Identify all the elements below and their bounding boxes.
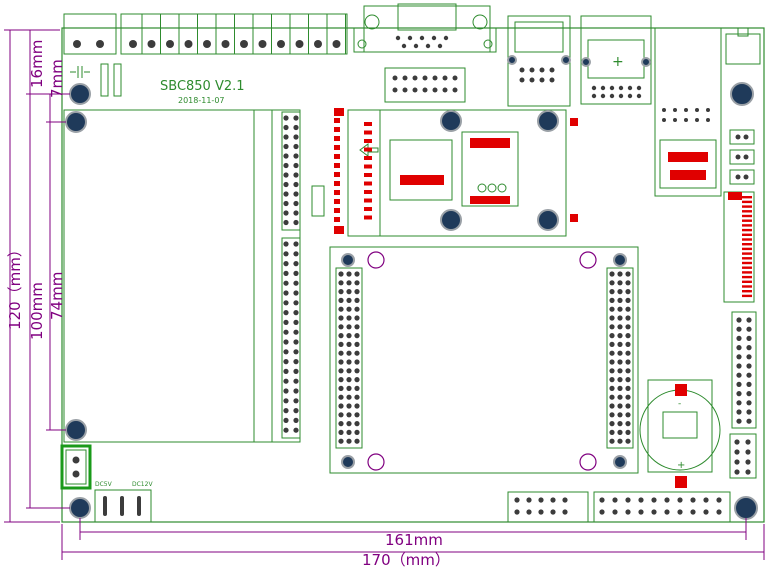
mounting-hole-mid-top [440,110,462,132]
power-connector-green [60,444,92,490]
rtc-battery: + - [639,379,721,488]
header-left-vertical-upper [281,111,301,231]
mounting-hole-tl [69,83,91,105]
dim-height-100: 100mm [26,93,70,509]
terminal-block-12pin [120,13,348,55]
fpc-connector [723,191,755,303]
mounting-hole-br [734,496,758,520]
lcd-module [63,109,301,443]
plus-label: + [612,54,624,70]
capacitor-c1 [70,66,90,78]
battery-plus-label: + [677,460,685,471]
pad-sim-bottom [570,214,578,222]
mounting-hole-module-bl [65,419,87,441]
dim-width-170: 170（mm） [61,524,765,568]
pad-sim-top [570,118,578,126]
rj45-connector: + [580,15,652,105]
resistor-r2 [113,63,122,97]
battery-minus-label: - [678,399,681,409]
core-module [329,246,639,474]
dim-height-74-label: 74mm [48,272,66,320]
terminal-block-2pin [63,13,117,55]
header-bottom-2x10 [593,491,731,523]
board-name: SBC850 V2.1 [160,79,245,94]
dc12v-label: DC12V [132,481,153,488]
mounting-hole-module-tl [65,111,87,133]
dim-height-74: 74mm [46,121,66,431]
mounting-hole-mid-bottom [440,209,462,231]
mounting-hole-bl [69,497,91,519]
dim-offset-16-label: 16mm [28,40,46,88]
board-date: 2018-11-07 [178,96,225,105]
header-2x5-top [384,67,466,103]
jumpers-right [729,129,755,185]
dim-width-161: 161mm [79,518,747,549]
core-header-right [606,267,634,449]
header-right-vertical [731,311,757,429]
dim-offsets: 16mm 7mm [28,30,66,122]
core-header-left [335,267,363,449]
db9-connector [353,3,497,53]
dim-offset-7-label: 7mm [48,59,66,98]
dim-height-100-label: 100mm [28,282,46,340]
dim-height-120-label: 120（mm） [6,242,24,330]
resistor-r1 [100,63,109,97]
header-right-small [729,433,757,479]
rj45-connector-2 [654,27,722,197]
usb-connector [507,15,571,107]
dim-width-161-label: 161mm [385,531,443,549]
dim-width-170-label: 170（mm） [362,551,450,568]
mounting-hole-sim-bottom [537,209,559,231]
header-bottom-2x5 [507,491,589,523]
header-left-vertical-lower [281,237,301,439]
dim-height-120: 120（mm） [4,29,60,523]
dc5v-label: DC5V [95,481,113,488]
sd-contact-pads [334,108,372,234]
sd-sim-area [311,109,567,237]
power-switch-dc: DC5V DC12V [94,481,153,523]
dc-jack [725,27,761,65]
mounting-hole-sim-top [537,110,559,132]
mounting-hole-tr [730,82,754,106]
